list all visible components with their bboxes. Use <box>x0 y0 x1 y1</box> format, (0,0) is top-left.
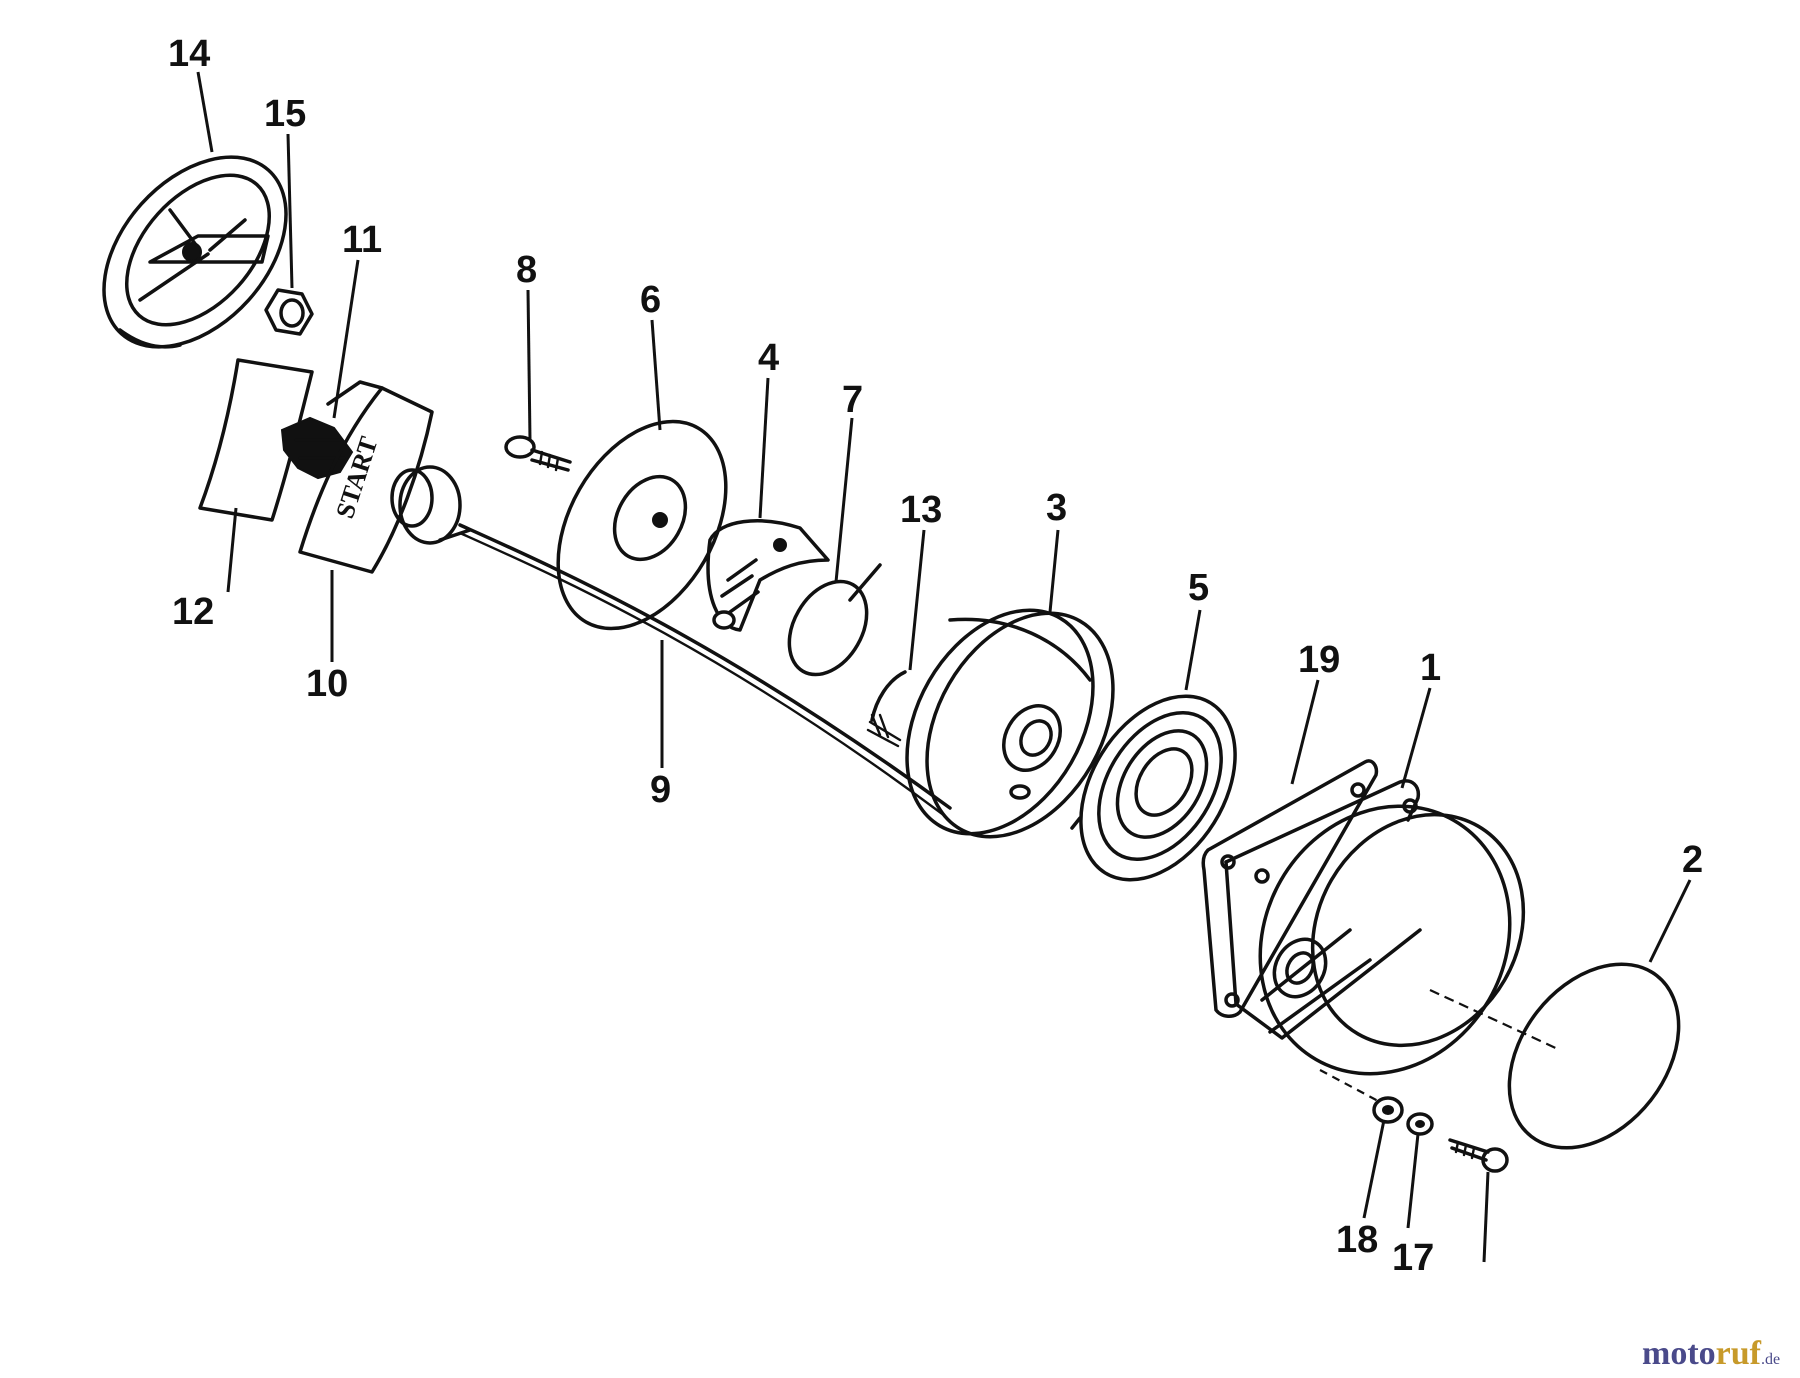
part-2-cover-disc <box>1429 962 1681 1150</box>
callout-4: 4 <box>758 337 779 379</box>
callout-15: 15 <box>264 93 306 135</box>
watermark-suffix: .de <box>1761 1351 1780 1368</box>
svg-text:motoruf.de: motoruf.de <box>1642 1335 1780 1372</box>
callout-14: 14 <box>168 33 210 75</box>
part-17-washer <box>1406 1112 1434 1136</box>
callout-5: 5 <box>1188 567 1209 609</box>
watermark-logo: motoruf.de <box>1642 1335 1780 1372</box>
part-5-recoil-spring <box>1070 694 1237 882</box>
part-15-nut <box>264 288 314 336</box>
callout-1: 1 <box>1420 647 1441 689</box>
part-12-cover-plate <box>198 358 314 522</box>
part-16-screw <box>1319 1069 1509 1173</box>
part-13-small-spring <box>866 670 907 748</box>
part-14-starter-handle <box>102 155 288 349</box>
callout-3: 3 <box>1046 487 1067 529</box>
callout-labels: 14 15 11 8 6 4 7 13 3 5 19 1 2 12 10 9 1… <box>168 33 1703 1279</box>
callout-19: 19 <box>1298 639 1340 681</box>
part-6-friction-plate <box>556 419 728 631</box>
part-18-washer <box>1372 1096 1404 1124</box>
watermark-part2: ruf <box>1716 1335 1762 1372</box>
part-3-rope-pulley <box>905 608 1115 839</box>
part-8-bolt <box>504 435 572 472</box>
watermark-part1: moto <box>1642 1335 1716 1372</box>
part-7-spring-loop <box>787 563 882 677</box>
callout-18: 18 <box>1336 1219 1378 1261</box>
part-4-ratchet-pawl <box>706 519 830 632</box>
callout-17: 17 <box>1392 1237 1434 1279</box>
callout-6: 6 <box>640 279 661 321</box>
leader-lines <box>196 71 1692 1263</box>
rope-bushing <box>390 465 472 545</box>
part-9-starter-rope <box>458 523 952 818</box>
callout-12: 12 <box>172 591 214 633</box>
callout-10: 10 <box>306 663 348 705</box>
callout-7: 7 <box>842 379 863 421</box>
callout-2: 2 <box>1682 839 1703 881</box>
part-1-starter-housing <box>1224 779 1526 1076</box>
part-19-gasket <box>1201 759 1379 1018</box>
callout-9: 9 <box>650 769 671 811</box>
callout-11: 11 <box>342 219 382 261</box>
callout-8: 8 <box>516 249 537 291</box>
callout-13: 13 <box>900 489 942 531</box>
